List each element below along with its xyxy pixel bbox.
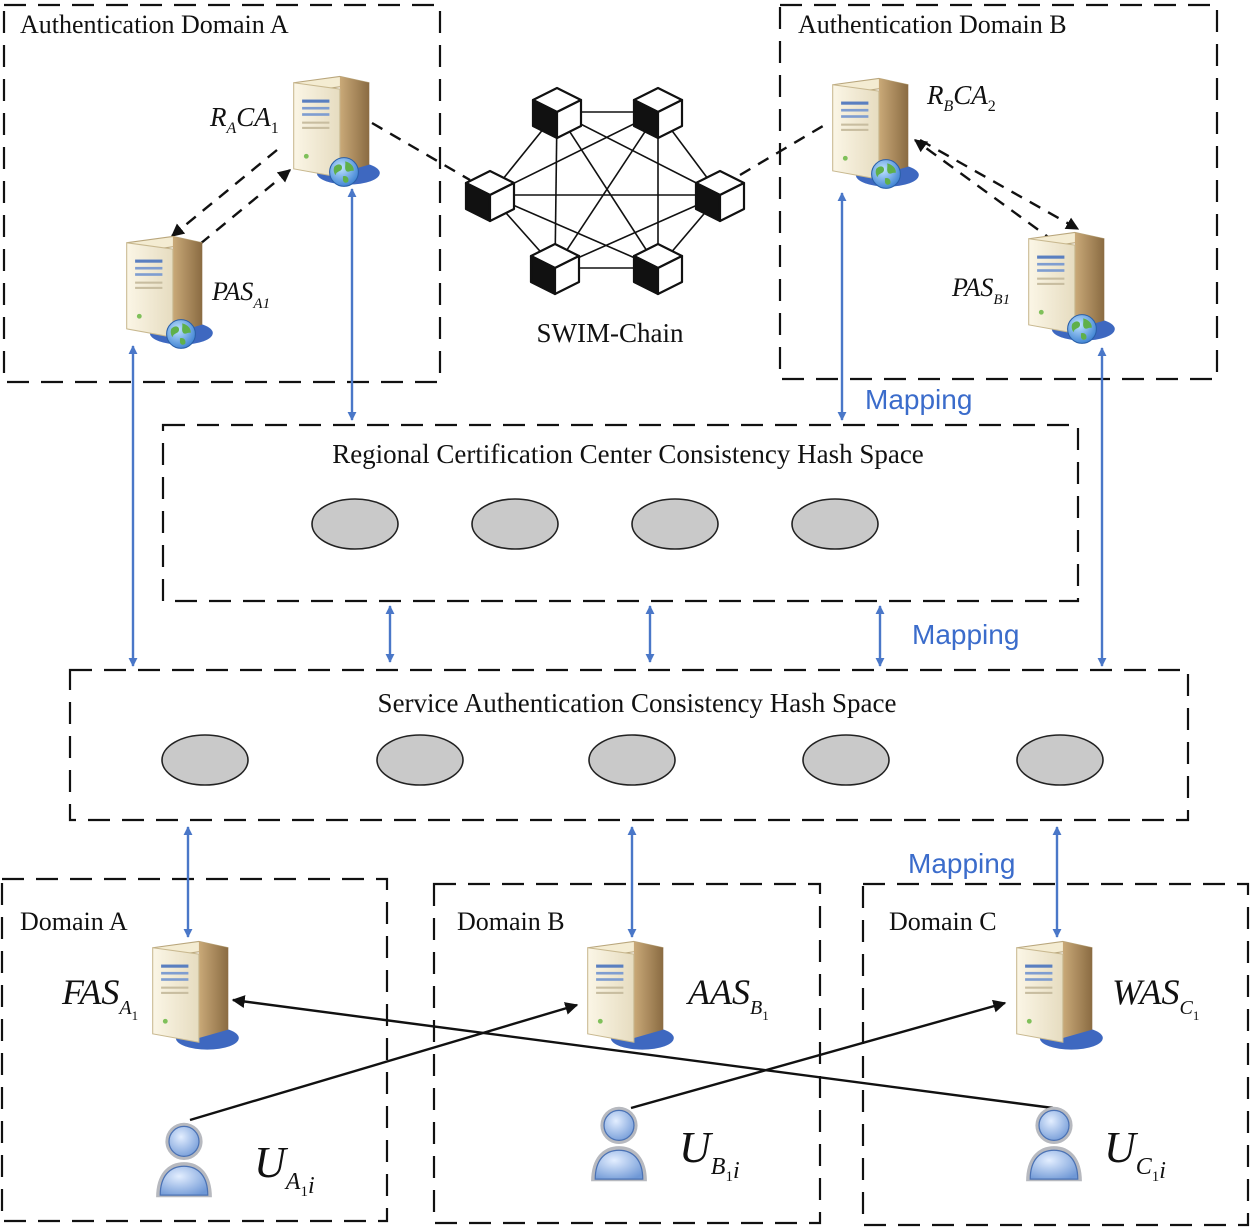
raca1-label: RACA1 [209, 102, 279, 137]
blockchain-node-icon [632, 86, 684, 140]
auth-domain-b-title: Authentication Domain B [798, 10, 1067, 39]
domain-c-box [861, 882, 1250, 1227]
mapping-label: Mapping [865, 384, 972, 415]
uc-label: UC1i [1104, 1123, 1166, 1185]
was-label: WASC1 [1112, 972, 1199, 1023]
globe-icon [166, 319, 196, 349]
ub-to-was-arrow [630, 999, 1007, 1110]
user-icon [590, 1106, 648, 1182]
regional-hash-node [791, 498, 879, 550]
raca-to-pas-arrow [170, 149, 278, 237]
aas-label: AASB1 [686, 972, 769, 1023]
service-hash-space-title: Service Authentication Consistency Hash … [378, 688, 897, 718]
blockchain-node-icon [632, 242, 684, 296]
domain-c-title: Domain C [889, 907, 997, 936]
swim-chain-network [464, 86, 746, 296]
globe-icon [871, 159, 901, 189]
swim-chain-label: SWIM-Chain [537, 318, 684, 348]
mapping-label: Mapping [912, 619, 1019, 650]
regional-hash-node [471, 498, 559, 550]
rb-ca-chain-link [739, 121, 829, 177]
server-icon [152, 940, 240, 1051]
regional-hash-node [311, 498, 399, 550]
regional-hash-space-box [161, 423, 1080, 603]
mapping-label: Mapping [908, 848, 1015, 879]
user-icon [1025, 1106, 1083, 1182]
fas-label: FASA1 [61, 972, 138, 1023]
regional-hash-space-title: Regional Certification Center Consistenc… [332, 439, 924, 469]
globe-icon [1067, 314, 1097, 344]
auth-domain-a-box [2, 3, 442, 384]
blockchain-node-icon [529, 242, 581, 296]
pas-to-rbca-arrow [913, 139, 1056, 243]
service-hash-node [588, 734, 676, 786]
ub-label: UB1i [679, 1123, 740, 1185]
uc-to-fas-arrow [231, 995, 1054, 1110]
server-icon [587, 940, 675, 1051]
auth-domain-a-title: Authentication Domain A [20, 10, 289, 39]
service-hash-node [161, 734, 249, 786]
service-hash-node [802, 734, 890, 786]
ua-to-aas-arrow [189, 1002, 579, 1122]
service-hash-node [1016, 734, 1104, 786]
domain-a-title: Domain A [20, 907, 128, 936]
globe-icon [329, 157, 359, 187]
user-icon [155, 1122, 213, 1198]
pasb1-label: PASB1 [951, 273, 1010, 308]
domain-b-title: Domain B [457, 907, 565, 936]
ra-ca-chain-link [371, 121, 471, 182]
service-hash-space-box [68, 668, 1190, 822]
auth-domain-b-box [778, 3, 1219, 381]
regional-hash-node [631, 498, 719, 550]
service-hash-node [376, 734, 464, 786]
blockchain-node-icon [531, 86, 583, 140]
blockchain-node-icon [464, 169, 516, 223]
domain-a-box [0, 877, 389, 1223]
pasa1-label: PASA1 [211, 277, 270, 312]
domain-b-box [432, 882, 822, 1225]
server-icon [1016, 940, 1104, 1051]
blockchain-node-icon [694, 169, 746, 223]
pas-to-raca-arrow [199, 169, 292, 245]
ua-label: UA1i [254, 1138, 315, 1200]
rbca2-label: RBCA2 [926, 80, 996, 115]
rbca-to-pas-arrow [919, 138, 1080, 231]
